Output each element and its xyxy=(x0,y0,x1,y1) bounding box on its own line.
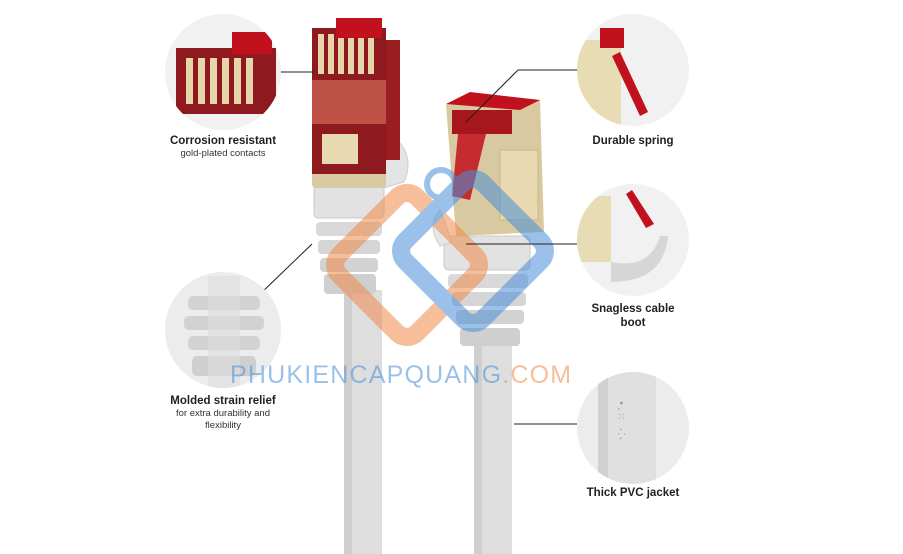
right-cable xyxy=(474,340,512,554)
label-corrosion-title: Corrosion resistant xyxy=(169,135,277,147)
label-boot-title-1: Snagless cable xyxy=(591,303,675,315)
right-connector xyxy=(446,92,544,236)
detail-circle-boot xyxy=(577,184,689,296)
left-connector xyxy=(312,18,400,188)
watermark-suffix: .COM xyxy=(502,361,573,389)
label-corrosion: Corrosion resistant gold-plated contacts xyxy=(148,134,298,160)
detail-circle-spring xyxy=(577,14,689,126)
watermark-text: PHUKIENCAPQUANG.COM xyxy=(230,361,572,390)
label-jacket-title: Thick PVC jacket xyxy=(586,487,680,499)
left-cable xyxy=(344,290,382,554)
watermark-main: PHUKIENCAPQUANG xyxy=(230,361,503,389)
label-strain-subtitle-1: for extra durability and xyxy=(176,408,270,419)
callout-lines xyxy=(257,69,577,425)
label-boot: Snagless cable boot xyxy=(572,302,694,330)
label-corrosion-subtitle: gold-plated contacts xyxy=(180,148,266,159)
label-spring-title: Durable spring xyxy=(592,135,674,147)
detail-circle-strain-relief xyxy=(165,272,281,388)
label-spring: Durable spring xyxy=(570,134,696,148)
label-boot-title-2: boot xyxy=(620,317,646,329)
watermark-logo xyxy=(326,167,554,346)
label-jacket: Thick PVC jacket xyxy=(568,486,698,500)
detail-circle-jacket: •.⁙ ·⁚· xyxy=(577,372,689,484)
label-strain-title: Molded strain relief xyxy=(170,395,276,407)
label-strain-subtitle-2: flexibility xyxy=(205,420,241,431)
detail-circle-contacts xyxy=(165,14,281,130)
label-strain: Molded strain relief for extra durabilit… xyxy=(146,394,300,432)
svg-text:•.⁙ ·⁚·: •.⁙ ·⁚· xyxy=(614,400,626,442)
